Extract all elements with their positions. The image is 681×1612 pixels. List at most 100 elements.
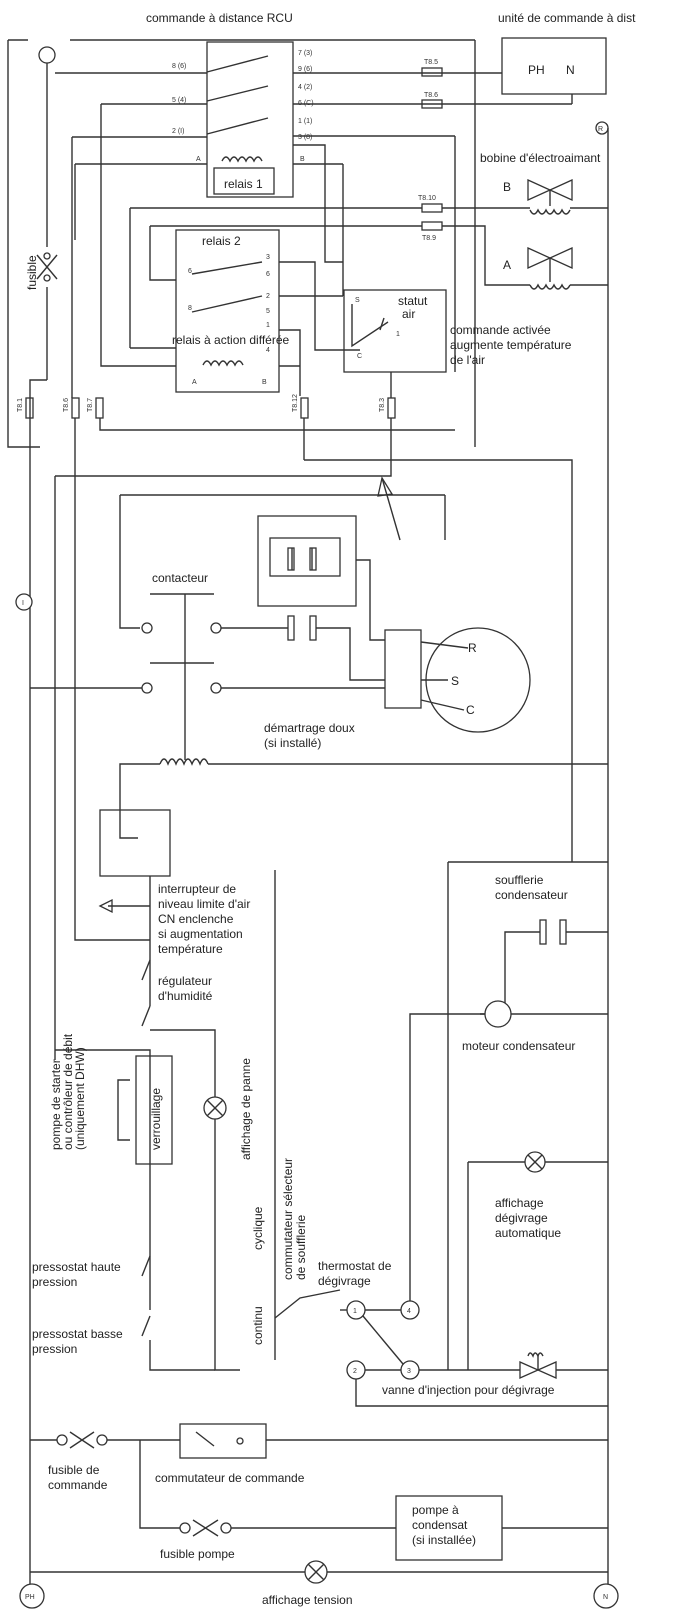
run-capacitor: [287, 547, 295, 571]
relay-2-label: relais 2: [202, 234, 241, 248]
terminal-label: T8.5: [424, 59, 438, 66]
low-pressure-switch: [141, 1315, 151, 1337]
contactor-coil: [99, 758, 608, 877]
pump-fuse: [179, 1522, 191, 1534]
voltage-display-label: affichage tension: [262, 1593, 353, 1607]
relay-1-pin: 5 (4): [172, 97, 186, 104]
condenser-fan-label: soufflerie: [495, 873, 544, 887]
relay-2-pin: 8: [188, 305, 192, 312]
humidity-switch: [141, 1005, 151, 1027]
ph-terminal: [19, 1583, 45, 1609]
phase-rail: fusible I: [15, 63, 58, 1596]
relay-1-pin: 2 (I): [172, 128, 184, 135]
n-terminal: [593, 1583, 619, 1609]
remote-ph-label: PH: [528, 63, 545, 77]
soft-start-label: démartrage doux: [264, 721, 355, 735]
motor-c: C: [466, 703, 475, 717]
air-status-pin: 1: [396, 331, 400, 338]
terminal-label: T8.3: [379, 398, 386, 412]
solenoid-section: R bobine d'électroaimant B A: [129, 121, 609, 348]
lock-box: [135, 1055, 173, 1165]
remote-control-unit: PH N: [501, 37, 607, 95]
relay-2-pin: 1: [266, 322, 270, 329]
pump-starter-label: (uniquement DHW): [73, 1047, 87, 1150]
condenser-motor: [484, 1000, 512, 1028]
relay-1-pin: 3 (8): [298, 134, 312, 141]
fan-selector-label: de soufflerie: [294, 1215, 308, 1280]
relay-2-coil-a: A: [192, 379, 197, 386]
motor-s: S: [451, 674, 459, 688]
fuse-top-terminal: [38, 46, 56, 64]
terminal-label: T8.10: [418, 195, 436, 202]
defrost-thermostat-label: dégivrage: [318, 1274, 371, 1288]
thermostat-pin-label: 4: [407, 1308, 411, 1315]
relay-1-wiring: [55, 72, 573, 372]
humidity-label: d'humidité: [158, 989, 213, 1003]
relay-2-wiring: [100, 104, 360, 396]
soft-start-label: (si installé): [264, 736, 321, 750]
air-status-note: commande activée: [450, 323, 551, 337]
high-pressure-label: pressostat haute: [32, 1260, 121, 1274]
motor-r: R: [468, 641, 477, 655]
pump-starter-label: pompe de starter: [49, 1059, 63, 1150]
cyclic-label: cyclique: [251, 1206, 265, 1250]
defrost-thermostat-label: thermostat de: [318, 1259, 392, 1273]
terminal-block: [421, 203, 443, 213]
fan-selector-label: commutateur sélecteur: [281, 1158, 295, 1280]
air-status-note: de l'air: [450, 353, 485, 367]
thermostat-pin-label: 1: [353, 1308, 357, 1315]
low-pressure-label: pressostat basse: [32, 1327, 123, 1341]
defrost-display-label: affichage: [495, 1196, 544, 1210]
contactor-label: contacteur: [152, 571, 208, 585]
defrost-valve-label: vanne d'injection pour dégivrage: [382, 1383, 555, 1397]
fan-capacitor: [539, 919, 547, 945]
low-pressure-label: pression: [32, 1342, 77, 1356]
defrost-display-label: dégivrage: [495, 1211, 548, 1225]
air-status-label: air: [402, 307, 415, 321]
valve-b-label: B: [503, 180, 511, 194]
relay-1-pin: 1 (1): [298, 118, 312, 125]
relay-1-pin: 9 (6): [298, 66, 312, 73]
compressor-motor: R S C démartrage doux (si installé): [221, 515, 531, 750]
mid-wiring: [54, 418, 573, 1060]
remote-n-label: N: [566, 63, 575, 77]
defrost-display-label: automatique: [495, 1226, 561, 1240]
pump-fuse-label: fusible pompe: [160, 1547, 235, 1561]
air-status-label: statut: [398, 294, 428, 308]
remote-unit-title: unité de commande à dist: [498, 11, 636, 25]
condenser-section: soufflerie condensateur moteur condensat…: [409, 861, 608, 1370]
relay-2-pin: 6: [266, 271, 270, 278]
terminal-block: [421, 221, 443, 231]
air-limit-label: interrupteur de: [158, 882, 236, 896]
condenser-fan-label: condensateur: [495, 888, 568, 902]
control-fuse-label: commande: [48, 1478, 108, 1492]
condensate-pump-label: condensat: [412, 1518, 468, 1532]
terminal-label: T8.7: [87, 398, 94, 412]
defrost-valve: [519, 1360, 540, 1380]
defrost-section: affichage dégivrage automatique thermost…: [318, 1151, 608, 1407]
control-chain: interrupteur de niveau limite d'air CN e…: [32, 870, 341, 1371]
relay-2-delay-label: relais à action différée: [172, 333, 290, 347]
relay-1-coil-a: A: [196, 156, 201, 163]
humidity-label: régulateur: [158, 974, 212, 988]
condenser-motor-label: moteur condensateur: [462, 1039, 575, 1053]
relay-1-pin: 7 (3): [298, 50, 312, 57]
control-box: [99, 809, 171, 877]
air-limit-label: si augmentation: [158, 927, 243, 941]
pump-starter-label: ou contrôleur de débit: [61, 1033, 75, 1150]
thermostat-pin-label: 3: [407, 1368, 411, 1375]
terminal-strip-bottom: T8.1 T8.6 T8.7 T8.12 T8.3: [17, 137, 396, 460]
relay-1-pin: 8 (6): [172, 63, 186, 70]
ph-terminal-label: PH: [25, 1594, 35, 1601]
high-pressure-switch: [141, 1255, 151, 1277]
rcu-title: commande à distance RCU: [146, 11, 293, 25]
fault-display-label: affichage de panne: [239, 1058, 253, 1160]
lock-label: verrouillage: [149, 1088, 163, 1150]
relay-2: relais 2 relais à action différée A B 6 …: [172, 229, 290, 393]
relay-2-pin: 3: [266, 254, 270, 261]
relay-2-pin: 6: [188, 268, 192, 275]
solenoid-valve-b: [527, 178, 552, 202]
relay-2-pin: 5: [266, 308, 270, 315]
air-limit-label: CN enclenche: [158, 912, 234, 926]
